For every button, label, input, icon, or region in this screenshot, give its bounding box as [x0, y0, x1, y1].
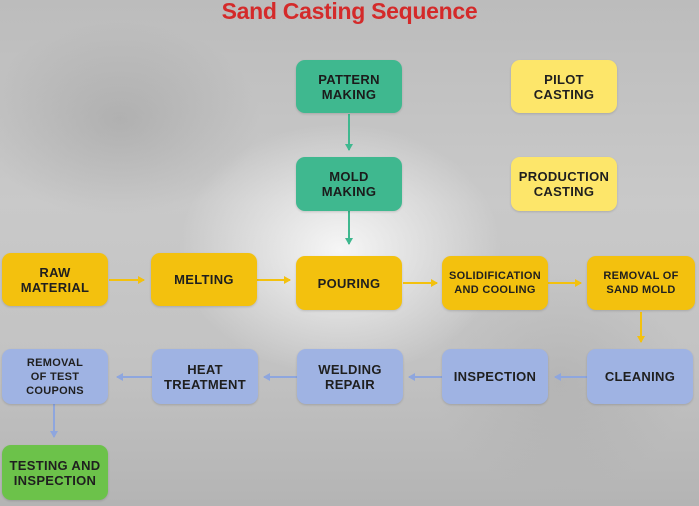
- step-testing-inspection: TESTING AND INSPECTION: [2, 445, 108, 500]
- step-pouring: POURING: [296, 256, 402, 310]
- step-pattern-making: PATTERN MAKING: [296, 60, 402, 113]
- step-raw-material: RAW MATERIAL: [2, 253, 108, 306]
- step-melting: MELTING: [151, 253, 257, 306]
- step-removal-sand-mold: REMOVAL OF SAND MOLD: [587, 256, 695, 310]
- step-pilot-casting: PILOT CASTING: [511, 60, 617, 113]
- step-solidification-cooling: SOLIDIFICATION AND COOLING: [442, 256, 548, 310]
- step-production-casting: PRODUCTION CASTING: [511, 157, 617, 211]
- step-inspection: INSPECTION: [442, 349, 548, 404]
- step-cleaning: CLEANING: [587, 349, 693, 404]
- step-removal-test-coupons: REMOVAL OF TEST COUPONS: [2, 349, 108, 404]
- step-mold-making: MOLD MAKING: [296, 157, 402, 211]
- diagram-title: Sand Casting Sequence: [221, 0, 478, 24]
- step-welding-repair: WELDING REPAIR: [297, 349, 403, 404]
- step-heat-treatment: HEAT TREATMENT: [152, 349, 258, 404]
